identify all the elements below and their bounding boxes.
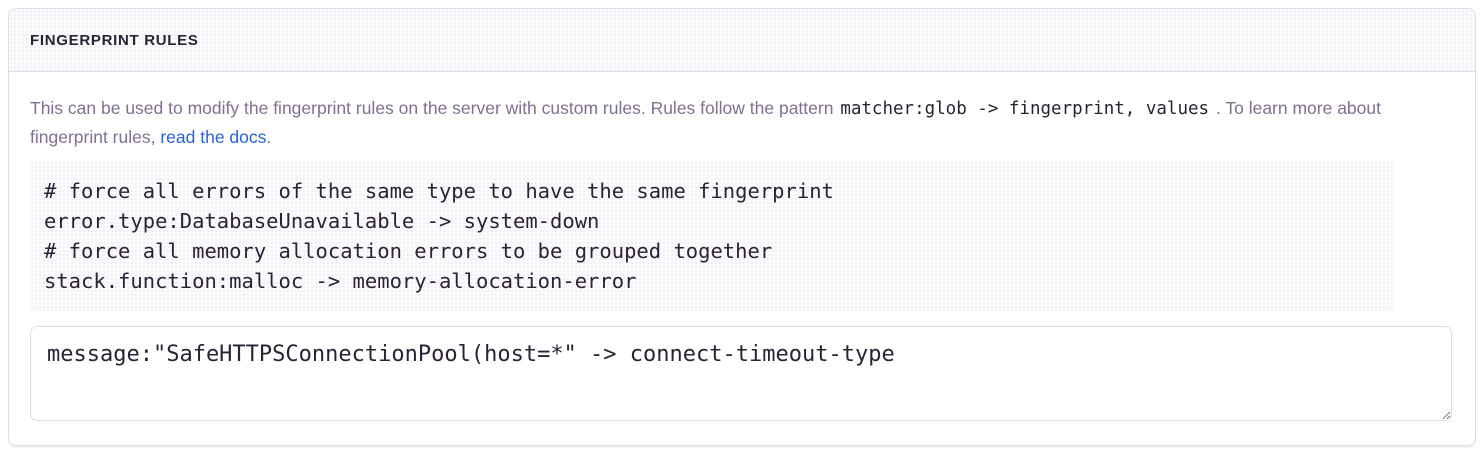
- help-text: This can be used to modify the fingerpri…: [30, 94, 1394, 151]
- example-rules-code-block: # force all errors of the same type to h…: [30, 161, 1394, 311]
- field-help: This can be used to modify the fingerpri…: [30, 94, 1394, 311]
- fingerprint-rules-panel: FINGERPRINT RULES This can be used to mo…: [8, 8, 1476, 446]
- read-the-docs-link[interactable]: read the docs: [160, 127, 267, 147]
- help-text-after-link: .: [266, 127, 272, 147]
- inline-code-pattern: matcher:glob -> fingerprint, values: [840, 99, 1210, 119]
- panel-title: FINGERPRINT RULES: [30, 31, 199, 49]
- panel-body: This can be used to modify the fingerpri…: [9, 72, 1475, 445]
- fingerprint-rules-textarea[interactable]: message:"SafeHTTPSConnectionPool(host=*"…: [30, 326, 1452, 421]
- help-text-after-code: . To learn more about fingerprint rules,: [30, 98, 1381, 147]
- help-text-before-code: This can be used to modify the fingerpri…: [30, 98, 839, 118]
- panel-header: FINGERPRINT RULES: [9, 9, 1475, 72]
